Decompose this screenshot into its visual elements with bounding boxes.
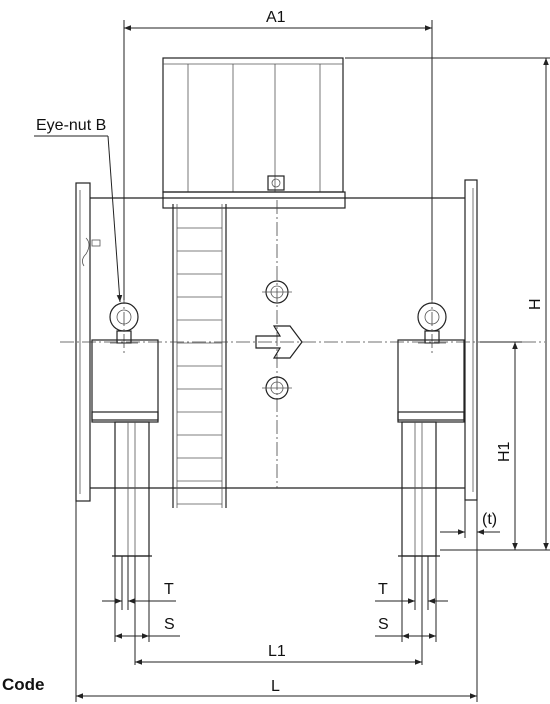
label-s-right: S [378,616,389,633]
dimension-left-t-s [102,556,180,665]
drum-body [90,197,465,489]
right-flange [464,179,478,501]
left-eye-nut [109,290,139,356]
eye-nut-leader [34,135,123,303]
top-guard-enclosure [162,57,344,193]
label-a1: A1 [266,9,286,26]
label-s-left: S [164,616,175,633]
label-h1: H1 [496,441,513,462]
left-support-leg [91,339,159,557]
dimension-h [345,57,550,551]
dimension-a1 [123,20,433,300]
dimension-l [75,500,478,702]
label-eye-nut-b: Eye-nut B [36,117,106,134]
center-marks [60,200,545,488]
flow-direction-arrow-icon [255,325,303,359]
label-t-right: T [378,581,388,598]
label-t-left: T [164,581,174,598]
ladder [172,204,227,508]
label-h: H [527,298,544,310]
top-platform [90,191,465,209]
dimension-right-t-s [375,556,448,665]
label-l: L [271,678,280,695]
dimension-h1 [440,341,522,551]
label-t-flange: (t) [482,511,497,528]
right-eye-nut [417,290,447,356]
label-code: Code [2,675,45,694]
label-l1: L1 [268,643,286,660]
right-support-leg [397,339,465,557]
